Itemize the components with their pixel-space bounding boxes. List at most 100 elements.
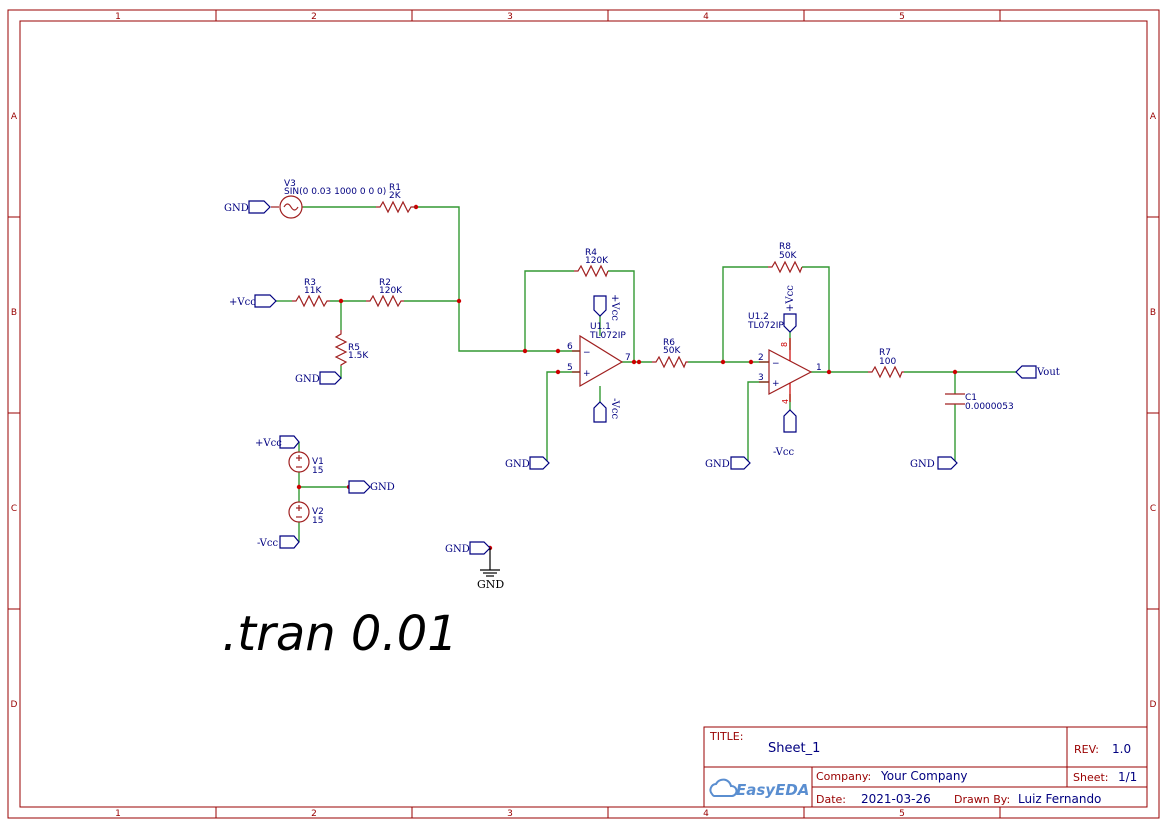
junction-dot: [338, 298, 344, 304]
net-label-vcc-pos: +Vcc: [785, 285, 796, 312]
sheet-frame: 1 2 3 4 5 1 2 3 4 5 A B C D A B C D: [7, 9, 1160, 819]
zone-col-1-top: 1: [115, 12, 121, 22]
net-flag-vcc-neg-u1-2[interactable]: -Vcc: [773, 409, 797, 458]
net-flag-vcc-pos-u1-1[interactable]: +Vcc: [593, 294, 620, 321]
company-value: Your Company: [880, 769, 968, 783]
drawn-by-label: Drawn By:: [954, 793, 1010, 806]
c1-capacitor[interactable]: C1 0.0000053: [945, 393, 1014, 412]
v1-dc-source[interactable]: V1 15: [288, 451, 324, 476]
c1-ref: C1: [965, 393, 977, 403]
u1-2-minus-symbol: −: [772, 359, 780, 369]
ground-symbol: GND: [477, 548, 504, 591]
r5-resistor[interactable]: R5 1.5K: [334, 330, 369, 366]
net-flag-gnd-u1-2[interactable]: GND: [705, 456, 751, 470]
net-flag-vcc-neg-u1-1[interactable]: -Vcc: [593, 398, 620, 423]
r4-resistor[interactable]: R4 120K: [574, 248, 609, 278]
net-flag-gnd-v1v2[interactable]: GND: [348, 480, 395, 494]
u1-1-value: TL072IP: [589, 331, 626, 341]
u1-2-pin-8: 8: [780, 342, 789, 347]
net-label-vcc-pos: +Vcc: [255, 438, 282, 449]
zone-row-d-left: D: [11, 700, 18, 710]
rev-label: REV:: [1074, 743, 1099, 756]
r6-ref: R6: [663, 338, 675, 348]
net-flag-gnd-ground[interactable]: GND: [445, 541, 491, 555]
junction-dot: [720, 359, 726, 365]
v3-sine-source[interactable]: V3 SIN(0 0.03 1000 0 0 0): [271, 179, 386, 219]
drawn-by-value: Luiz Fernando: [1018, 792, 1101, 806]
spice-directive[interactable]: .tran 0.01: [222, 606, 458, 662]
net-label-gnd: GND: [705, 459, 730, 470]
zone-col-4-bottom: 4: [703, 809, 709, 819]
zone-col-1-bottom: 1: [115, 809, 121, 819]
zone-row-c-left: C: [11, 504, 17, 514]
u1-1-minus-symbol: −: [583, 348, 591, 358]
u1-2-pin-1: 1: [816, 363, 822, 373]
r3-value: 11K: [304, 286, 322, 296]
junction-dot: [952, 369, 958, 375]
r5-ref: R5: [348, 343, 360, 353]
zone-row-b-left: B: [11, 308, 17, 318]
r3-resistor[interactable]: R3 11K: [292, 278, 330, 308]
u1-1-pin-7: 7: [625, 353, 631, 363]
sheet-title: Sheet_1: [768, 741, 820, 756]
junction-dot: [296, 484, 302, 490]
r5-value: 1.5K: [348, 351, 369, 361]
junction-dot: [555, 369, 561, 375]
sheet-value: 1/1: [1118, 770, 1137, 784]
net-label-gnd: GND: [505, 459, 530, 470]
zone-row-d-right: D: [1150, 700, 1157, 710]
zone-col-2-top: 2: [311, 12, 317, 22]
net-flag-vout[interactable]: Vout: [1015, 365, 1060, 379]
r4-value: 120K: [585, 256, 609, 266]
zone-row-a-left: A: [11, 112, 18, 122]
u1-2-ref: U1.2: [748, 312, 769, 322]
net-label-vcc-pos: +Vcc: [229, 297, 256, 308]
zone-col-3-bottom: 3: [507, 809, 513, 819]
u1-2-plus-symbol: +: [772, 379, 780, 389]
r1-resistor[interactable]: R1 2K: [376, 183, 416, 214]
r2-resistor[interactable]: R2 120K: [366, 278, 404, 308]
u1-2-pin-2: 2: [758, 353, 764, 363]
u1-2-opamp[interactable]: − + 2 3 1 8 4 U1.2 TL072IP: [747, 312, 822, 404]
r7-resistor[interactable]: R7 100: [868, 348, 904, 379]
u1-2-pin-3: 3: [758, 373, 764, 383]
date-label: Date:: [816, 793, 846, 806]
net-label-gnd: GND: [224, 203, 249, 214]
u1-1-opamp[interactable]: − + 6 5 7 U1.1 TL072IP: [567, 322, 631, 388]
r7-value: 100: [879, 357, 896, 367]
net-flag-vcc-pos-r3[interactable]: +Vcc: [229, 294, 277, 308]
v3-value: SIN(0 0.03 1000 0 0 0): [284, 187, 386, 197]
net-flag-vcc-neg-v2[interactable]: -Vcc: [257, 535, 300, 549]
r2-value: 120K: [379, 286, 403, 296]
v2-dc-source[interactable]: V2 15: [288, 501, 324, 526]
r8-ref: R8: [779, 242, 791, 252]
net-flag-gnd-c1[interactable]: GND: [910, 456, 958, 470]
net-label-vout: Vout: [1036, 367, 1060, 378]
zone-row-a-right: A: [1150, 112, 1157, 122]
junction-dot: [826, 369, 832, 375]
c1-value: 0.0000053: [965, 402, 1014, 412]
v3-ref: V3: [284, 179, 296, 189]
zone-col-2-bottom: 2: [311, 809, 317, 819]
r1-ref: R1: [389, 183, 401, 193]
zone-col-5-top: 5: [899, 12, 905, 22]
net-flag-gnd-u1-1[interactable]: GND: [505, 456, 550, 470]
junction-dot: [631, 359, 637, 365]
net-flag-gnd-v3[interactable]: GND: [224, 200, 271, 214]
junction-dot: [522, 348, 528, 354]
net-label-gnd: GND: [295, 374, 320, 385]
net-flag-gnd-r5[interactable]: GND: [295, 371, 342, 385]
easyeda-logo-text: EasyEDA: [736, 781, 809, 799]
r6-value: 50K: [663, 346, 681, 356]
r8-resistor[interactable]: R8 50K: [768, 242, 803, 274]
sheet-label: Sheet:: [1073, 771, 1109, 784]
r6-resistor[interactable]: R6 50K: [652, 338, 688, 369]
net-flag-vcc-pos-v1[interactable]: +Vcc: [255, 435, 300, 449]
u1-1-ref: U1.1: [590, 322, 611, 332]
net-flag-vcc-pos-u1-2[interactable]: +Vcc: [783, 285, 797, 333]
title-block: TITLE: Sheet_1 REV: 1.0 Company: Your Co…: [703, 726, 1148, 808]
net-label-gnd: GND: [910, 459, 935, 470]
u1-1-pin-5: 5: [567, 363, 573, 373]
net-label-gnd: GND: [445, 544, 470, 555]
net-label-gnd: GND: [370, 482, 395, 493]
